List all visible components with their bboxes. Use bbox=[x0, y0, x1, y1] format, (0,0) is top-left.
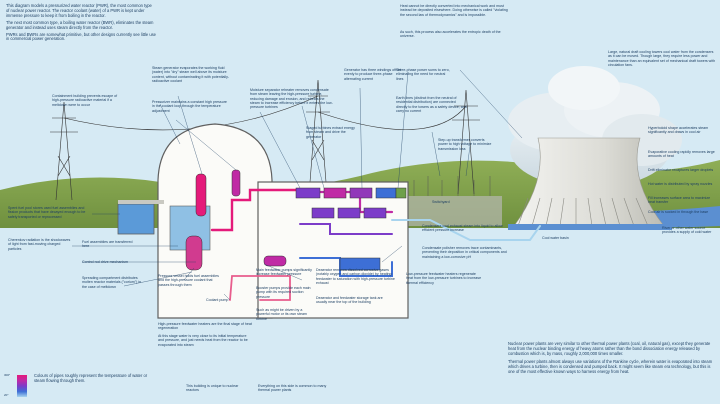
everything-else-label: Everything on this side is common to man… bbox=[258, 384, 327, 393]
condensers-label: Condensers cool exhaust steam into liqui… bbox=[422, 224, 503, 233]
evaporative-label: Evaporative cooling rapidly removes larg… bbox=[648, 150, 715, 159]
generator-label: Generator has three windings offset even… bbox=[344, 68, 401, 81]
intro-paragraph-1: This diagram models a pressurized water … bbox=[6, 3, 152, 18]
hot-water-label: Hot water is distributed by spray nozzle… bbox=[648, 182, 713, 186]
pressurizer bbox=[231, 169, 241, 197]
three-phase-label: Three-phase power sums to zero, eliminat… bbox=[396, 68, 450, 81]
pipe-warm bbox=[299, 223, 393, 235]
step-up-label: Step-up transformer converts power to hi… bbox=[438, 138, 492, 151]
lp-heaters-label: Low-pressure feedwater heaters regenerat… bbox=[406, 272, 482, 285]
fuel-assemblies-label: Fuel assemblies are transferred here bbox=[82, 240, 133, 249]
steam-generator bbox=[195, 173, 207, 217]
pipe-cold bbox=[391, 219, 541, 241]
switchyard-label: Switchyard bbox=[432, 200, 450, 204]
such-as-label: Such as might be driven by a powerful mo… bbox=[256, 308, 307, 321]
cool-water-basin bbox=[508, 224, 672, 230]
drift-label: Drift eliminator recaptures larger dropl… bbox=[648, 168, 714, 172]
cherenkov-label: Cherenkov radiation is the shockwaves of… bbox=[8, 238, 71, 251]
condensate-polisher-label: Condensate polisher removes trace contam… bbox=[422, 246, 507, 259]
intro-paragraph-2: The next most common type, a boiling wat… bbox=[6, 19, 154, 30]
intro-text: This diagram models a pressurized water … bbox=[6, 3, 156, 44]
river-label: River or other water source provides a s… bbox=[662, 226, 712, 235]
steam-plume bbox=[508, 66, 682, 188]
condenser bbox=[339, 257, 381, 271]
basin-label: Cool water basin bbox=[542, 236, 569, 240]
spent-fuel-pool bbox=[117, 203, 155, 235]
temperature-legend: 300° 20° Colours of pipes roughly repres… bbox=[4, 372, 154, 400]
turbines bbox=[295, 187, 407, 219]
as-such-label: As such, this process also accelerates t… bbox=[400, 30, 501, 39]
pressurizer-label: Pressurizer maintains a constant high pr… bbox=[152, 100, 227, 113]
footer-text: Nuclear power plants are very similar to… bbox=[508, 341, 716, 377]
spreading-label: Spreading compartment distributes molten… bbox=[82, 276, 142, 289]
pressure-vessel bbox=[185, 235, 203, 271]
fill-label: Fill increases surface area to maximize … bbox=[648, 196, 711, 205]
cooling-tower-label: Large, natural draft cooling towers cool… bbox=[608, 50, 716, 67]
cool-air-label: Cool air is sucked in through the base bbox=[648, 210, 709, 214]
heat-cannot-label: Heat cannot be directly converted into m… bbox=[400, 4, 508, 17]
building-unique-label: This building is unique to nuclear react… bbox=[186, 384, 239, 393]
turbine-hall bbox=[257, 181, 409, 319]
steam-generator-label: Steam generator evaporates the working f… bbox=[152, 66, 230, 83]
containment-label: Containment building prevents escape of … bbox=[52, 94, 118, 107]
deaerator-label: Deaerator removes dissolved corrosive ga… bbox=[316, 268, 395, 285]
hyperboloid-label: Hyperboloid shape accelerates steam sign… bbox=[648, 126, 709, 135]
booster-pumps-label: Booster pumps provide each main pump wit… bbox=[256, 286, 311, 299]
hp-heaters-label: High-pressure feedwater heaters are the … bbox=[158, 322, 252, 331]
deaerator-tank bbox=[263, 255, 287, 267]
moisture-separator-label: Moisture separator reheater removes cond… bbox=[250, 88, 333, 110]
main-feed-pumps-label: Main feedwater pumps significantly incre… bbox=[256, 268, 312, 277]
transmission-towers bbox=[50, 79, 480, 201]
earth-lines-label: Earth lines (distinct from the neutral o… bbox=[396, 96, 467, 113]
intro-paragraph-3: PWRs and BWRs are somewhat primitive, bu… bbox=[6, 31, 156, 42]
legend-text: Colours of pipes roughly represent the t… bbox=[34, 373, 148, 383]
legend-high-temp: 300° bbox=[4, 373, 11, 377]
coolant-pump-label: Coolant pump bbox=[206, 298, 229, 302]
staged-turbines-label: Staged turbines extract energy from stea… bbox=[306, 126, 355, 139]
pipe-cool bbox=[299, 257, 393, 277]
deaerator-tank-label: Deaerator and feedwater storage tank are… bbox=[316, 296, 383, 305]
control-rod-label: Control rod drive mechanism bbox=[82, 260, 128, 264]
footer-paragraph-1: Nuclear power plants are very similar to… bbox=[508, 341, 711, 356]
spent-fuel-label: Spent fuel pool stores used fuel assembl… bbox=[8, 206, 86, 219]
legend-low-temp: 20° bbox=[4, 393, 9, 397]
footer-paragraph-2: Thermal power plants almost always use v… bbox=[508, 358, 713, 374]
pressure-vessel-label: Pressure vessel holds fuel assemblies an… bbox=[158, 274, 219, 287]
temperature-gradient-bar bbox=[17, 375, 27, 397]
at-this-stage-label: At this stage water is very close to its… bbox=[158, 334, 248, 347]
containment-building bbox=[157, 123, 273, 319]
pipe-return bbox=[229, 275, 291, 301]
